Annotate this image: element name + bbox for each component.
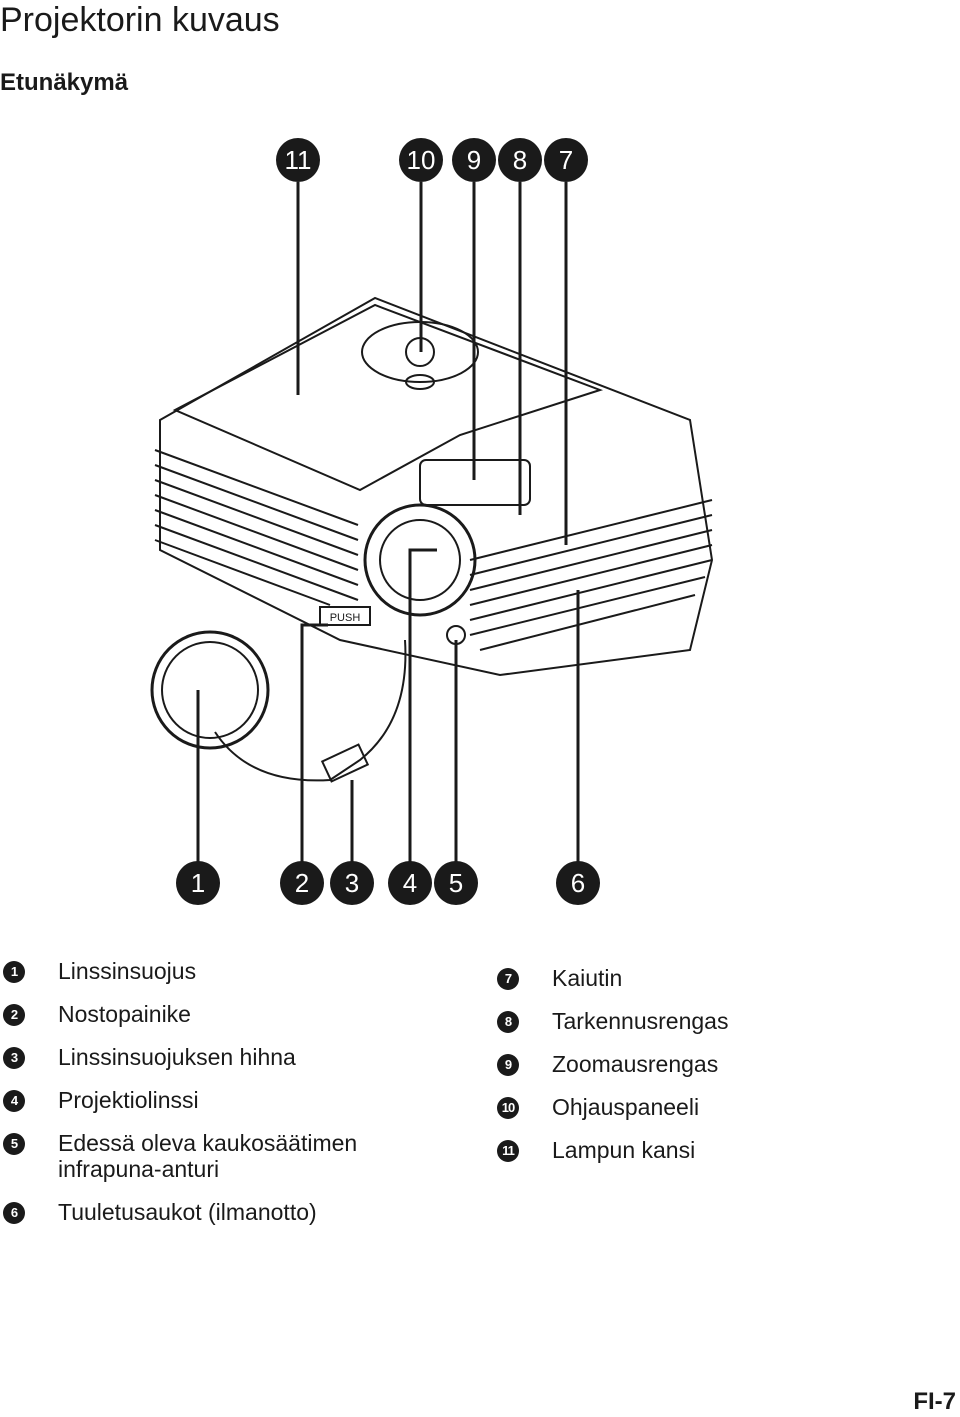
legend-item: 3 Linssinsuojuksen hihna	[0, 1044, 470, 1070]
legend-number: 2	[3, 1004, 25, 1026]
legend-item: 2 Nostopainike	[0, 1001, 470, 1027]
callout-4: 4	[388, 861, 432, 905]
legend-label: Lampun kansi	[552, 1137, 696, 1163]
legend-item: 5 Edessä oleva kaukosäätimen infrapuna-a…	[0, 1130, 418, 1182]
legend-number: 9	[497, 1054, 519, 1076]
callout-9: 9	[452, 138, 496, 182]
legend-number: 10	[497, 1097, 519, 1119]
legend-item: 7 Kaiutin	[494, 965, 934, 991]
legend-number: 5	[3, 1133, 25, 1155]
callout-11: 11	[276, 138, 320, 182]
projector-body	[159, 296, 714, 677]
legend-number: 11	[497, 1140, 519, 1162]
projection-lens	[363, 503, 477, 617]
legend-label: Projektiolinssi	[58, 1087, 199, 1113]
legend-label: Tuuletusaukot (ilmanotto)	[58, 1199, 317, 1225]
callout-7: 7	[544, 138, 588, 182]
legend-label: Linssinsuojus	[58, 958, 197, 984]
lens-cap	[150, 630, 270, 750]
legend-label: Ohjauspaneeli	[552, 1094, 700, 1120]
elevator-button	[319, 606, 371, 626]
svg-text:10: 10	[407, 145, 436, 175]
callout-5: 5	[434, 861, 478, 905]
callout-2: 2	[280, 861, 324, 905]
projector-front-view-diagram: PUSH 11 10 9 8 7 1 2	[150, 138, 714, 905]
legend-label: Tarkennusrengas	[552, 1008, 729, 1034]
page-number: FI-7	[913, 1388, 956, 1415]
legend-label: Kaiutin	[552, 965, 623, 991]
legend-number: 1	[3, 961, 25, 983]
legend-number: 3	[3, 1047, 25, 1069]
legend-number: 7	[497, 968, 519, 990]
svg-text:1: 1	[191, 868, 205, 898]
legend-left: 1 Linssinsuojus 2 Nostopainike 3 Linssin…	[0, 958, 470, 1242]
svg-text:11: 11	[285, 145, 312, 175]
legend-item: 10 Ohjauspaneeli	[494, 1094, 934, 1120]
callout-6: 6	[556, 861, 600, 905]
legend-item: 4 Projektiolinssi	[0, 1087, 470, 1113]
callout-1: 1	[176, 861, 220, 905]
push-label: PUSH	[330, 612, 361, 624]
legend-number: 6	[3, 1202, 25, 1224]
svg-text:9: 9	[467, 145, 481, 175]
legend-item: 11 Lampun kansi	[494, 1137, 934, 1163]
callout-10: 10	[399, 138, 443, 182]
legend-item: 8 Tarkennusrengas	[494, 1008, 934, 1034]
svg-text:4: 4	[403, 868, 417, 898]
legend-item: 6 Tuuletusaukot (ilmanotto)	[0, 1199, 470, 1225]
svg-text:7: 7	[559, 145, 573, 175]
legend-number: 4	[3, 1090, 25, 1112]
page-title: Projektorin kuvaus	[0, 1, 280, 39]
svg-text:2: 2	[295, 868, 309, 898]
legend-right: 7 Kaiutin 8 Tarkennusrengas 9 Zoomausren…	[494, 965, 934, 1180]
lens-cap-strap	[214, 639, 407, 782]
lamp-cover	[172, 303, 604, 492]
legend-label: Edessä oleva kaukosäätimen infrapuna-ant…	[58, 1130, 358, 1182]
legend-label: Zoomausrengas	[552, 1051, 719, 1077]
left-vents	[154, 449, 359, 606]
legend-item: 9 Zoomausrengas	[494, 1051, 934, 1077]
legend-label: Linssinsuojuksen hihna	[58, 1044, 296, 1070]
callout-3: 3	[330, 861, 374, 905]
legend-item: 1 Linssinsuojus	[0, 958, 470, 984]
svg-text:5: 5	[449, 868, 463, 898]
callout-8: 8	[498, 138, 542, 182]
right-vents	[469, 499, 713, 651]
legend-number: 8	[497, 1011, 519, 1033]
svg-text:3: 3	[345, 868, 359, 898]
svg-text:6: 6	[571, 868, 585, 898]
svg-text:8: 8	[513, 145, 527, 175]
legend-label: Nostopainike	[58, 1001, 191, 1027]
section-title: Etunäkymä	[0, 69, 129, 96]
